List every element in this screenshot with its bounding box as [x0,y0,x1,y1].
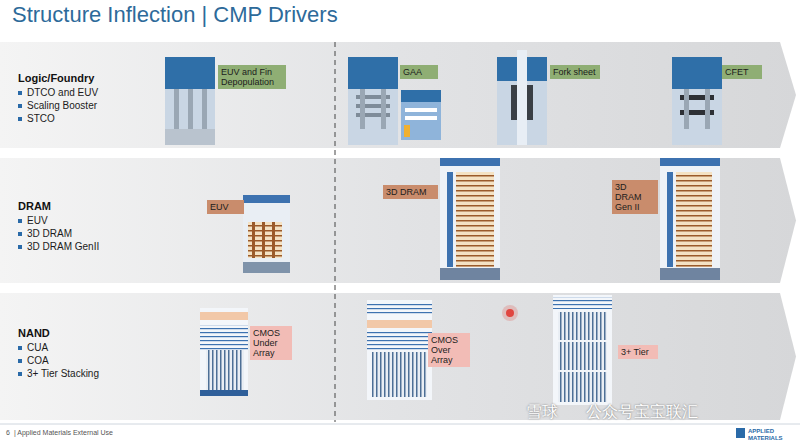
tag-text: 3+ Tier [621,347,655,357]
row-text: Logic/FoundryDTCO and EUVScaling Booster… [18,72,98,125]
bullet-row: 3+ Tier Stacking [18,367,99,380]
tag-text: GAA [403,67,435,77]
bullet-text: STCO [27,112,55,125]
watermark: 公众号宝宝联汇 [586,402,698,423]
row-heading: NAND [18,327,99,339]
bullet-text: CUA [27,341,48,354]
bullet-square [18,104,22,108]
bullet-text: Scaling Booster [27,99,97,112]
bullet-row: 3D DRAM [18,227,99,240]
bullet-square [18,346,22,350]
structure-tag: Fork sheet [550,65,600,79]
bullet-square [18,117,22,121]
bullet-row: DTCO and EUV [18,86,98,99]
bullet-row: STCO [18,112,98,125]
structure-tag: CMOS Under Array [250,326,292,360]
bullet-row: Scaling Booster [18,99,98,112]
tag-text: EUV [210,202,241,212]
bullet-square [18,232,22,236]
bullet-square [18,91,22,95]
tag-text: 3D DRAM [386,187,435,197]
bullet-row: 3D DRAM GenII [18,240,99,253]
structure-tag: 3+ Tier [618,345,658,359]
tag-text: EUV and Fin Depopulation [221,67,283,87]
bullet-text: 3D DRAM [27,227,72,240]
bullet-square [18,359,22,363]
page-number: 6 [6,429,10,436]
bullet-text: 3+ Tier Stacking [27,367,99,380]
footer-note: | Applied Materials External Use [14,429,113,436]
tag-text: CFET [725,67,759,77]
tag-text: CMOS Over Array [431,335,467,365]
bullet-row: EUV [18,214,99,227]
bullet-text: DTCO and EUV [27,86,98,99]
tag-text: 3D DRAM Gen II [615,182,655,212]
bullet-text: 3D DRAM GenII [27,240,99,253]
bullet-row: CUA [18,341,99,354]
structure-tag: 3D DRAM [383,185,438,199]
company-logo: APPLIED MATERIALS [748,428,788,442]
watermark: 雪球 [526,402,558,423]
row-heading: DRAM [18,200,99,212]
bullet-text: COA [27,354,49,367]
tag-text: Fork sheet [553,67,597,77]
bullet-square [18,372,22,376]
structure-tag: EUV [207,200,244,214]
bullet-square [18,219,22,223]
row-text: NAND CUACOA3+ Tier Stacking [18,327,99,380]
structure-tag: 3D DRAM Gen II [612,180,658,214]
bullet-row: COA [18,354,99,367]
tag-text: CMOS Under Array [253,328,289,358]
bullet-square [18,245,22,249]
structure-tag: GAA [400,65,438,79]
structure-tag: EUV and Fin Depopulation [218,65,286,89]
bullet-text: EUV [27,214,48,227]
structure-tag: CMOS Over Array [428,333,470,367]
row-text: DRAM EUV3D DRAM3D DRAM GenII [18,200,99,253]
row-heading: Logic/Foundry [18,72,98,84]
structure-tag: CFET [722,65,762,79]
slide-title: Structure Inflection | CMP Drivers [12,2,338,28]
